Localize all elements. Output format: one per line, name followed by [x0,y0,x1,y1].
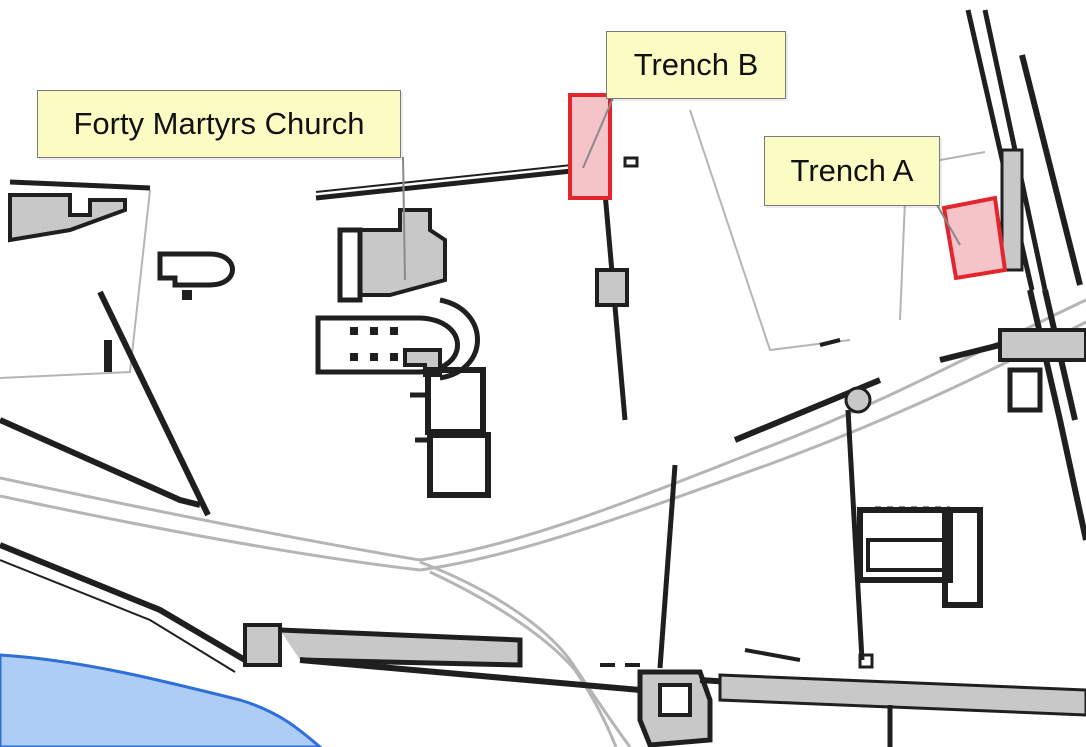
church-label: Forty Martyrs Church [37,90,401,158]
river-water [0,653,323,747]
callout-pointers [402,97,961,281]
walls [0,9,1086,747]
trench-a-label: Trench A [764,136,940,206]
church-label-text: Forty Martyrs Church [73,106,365,141]
roads [0,109,1086,747]
trench-a[interactable] [941,195,1008,281]
trench-b[interactable] [568,93,612,200]
trench-a-label-text: Trench A [790,153,914,188]
trench-b-label-text: Trench B [633,47,759,82]
trench-b-label: Trench B [606,31,786,99]
